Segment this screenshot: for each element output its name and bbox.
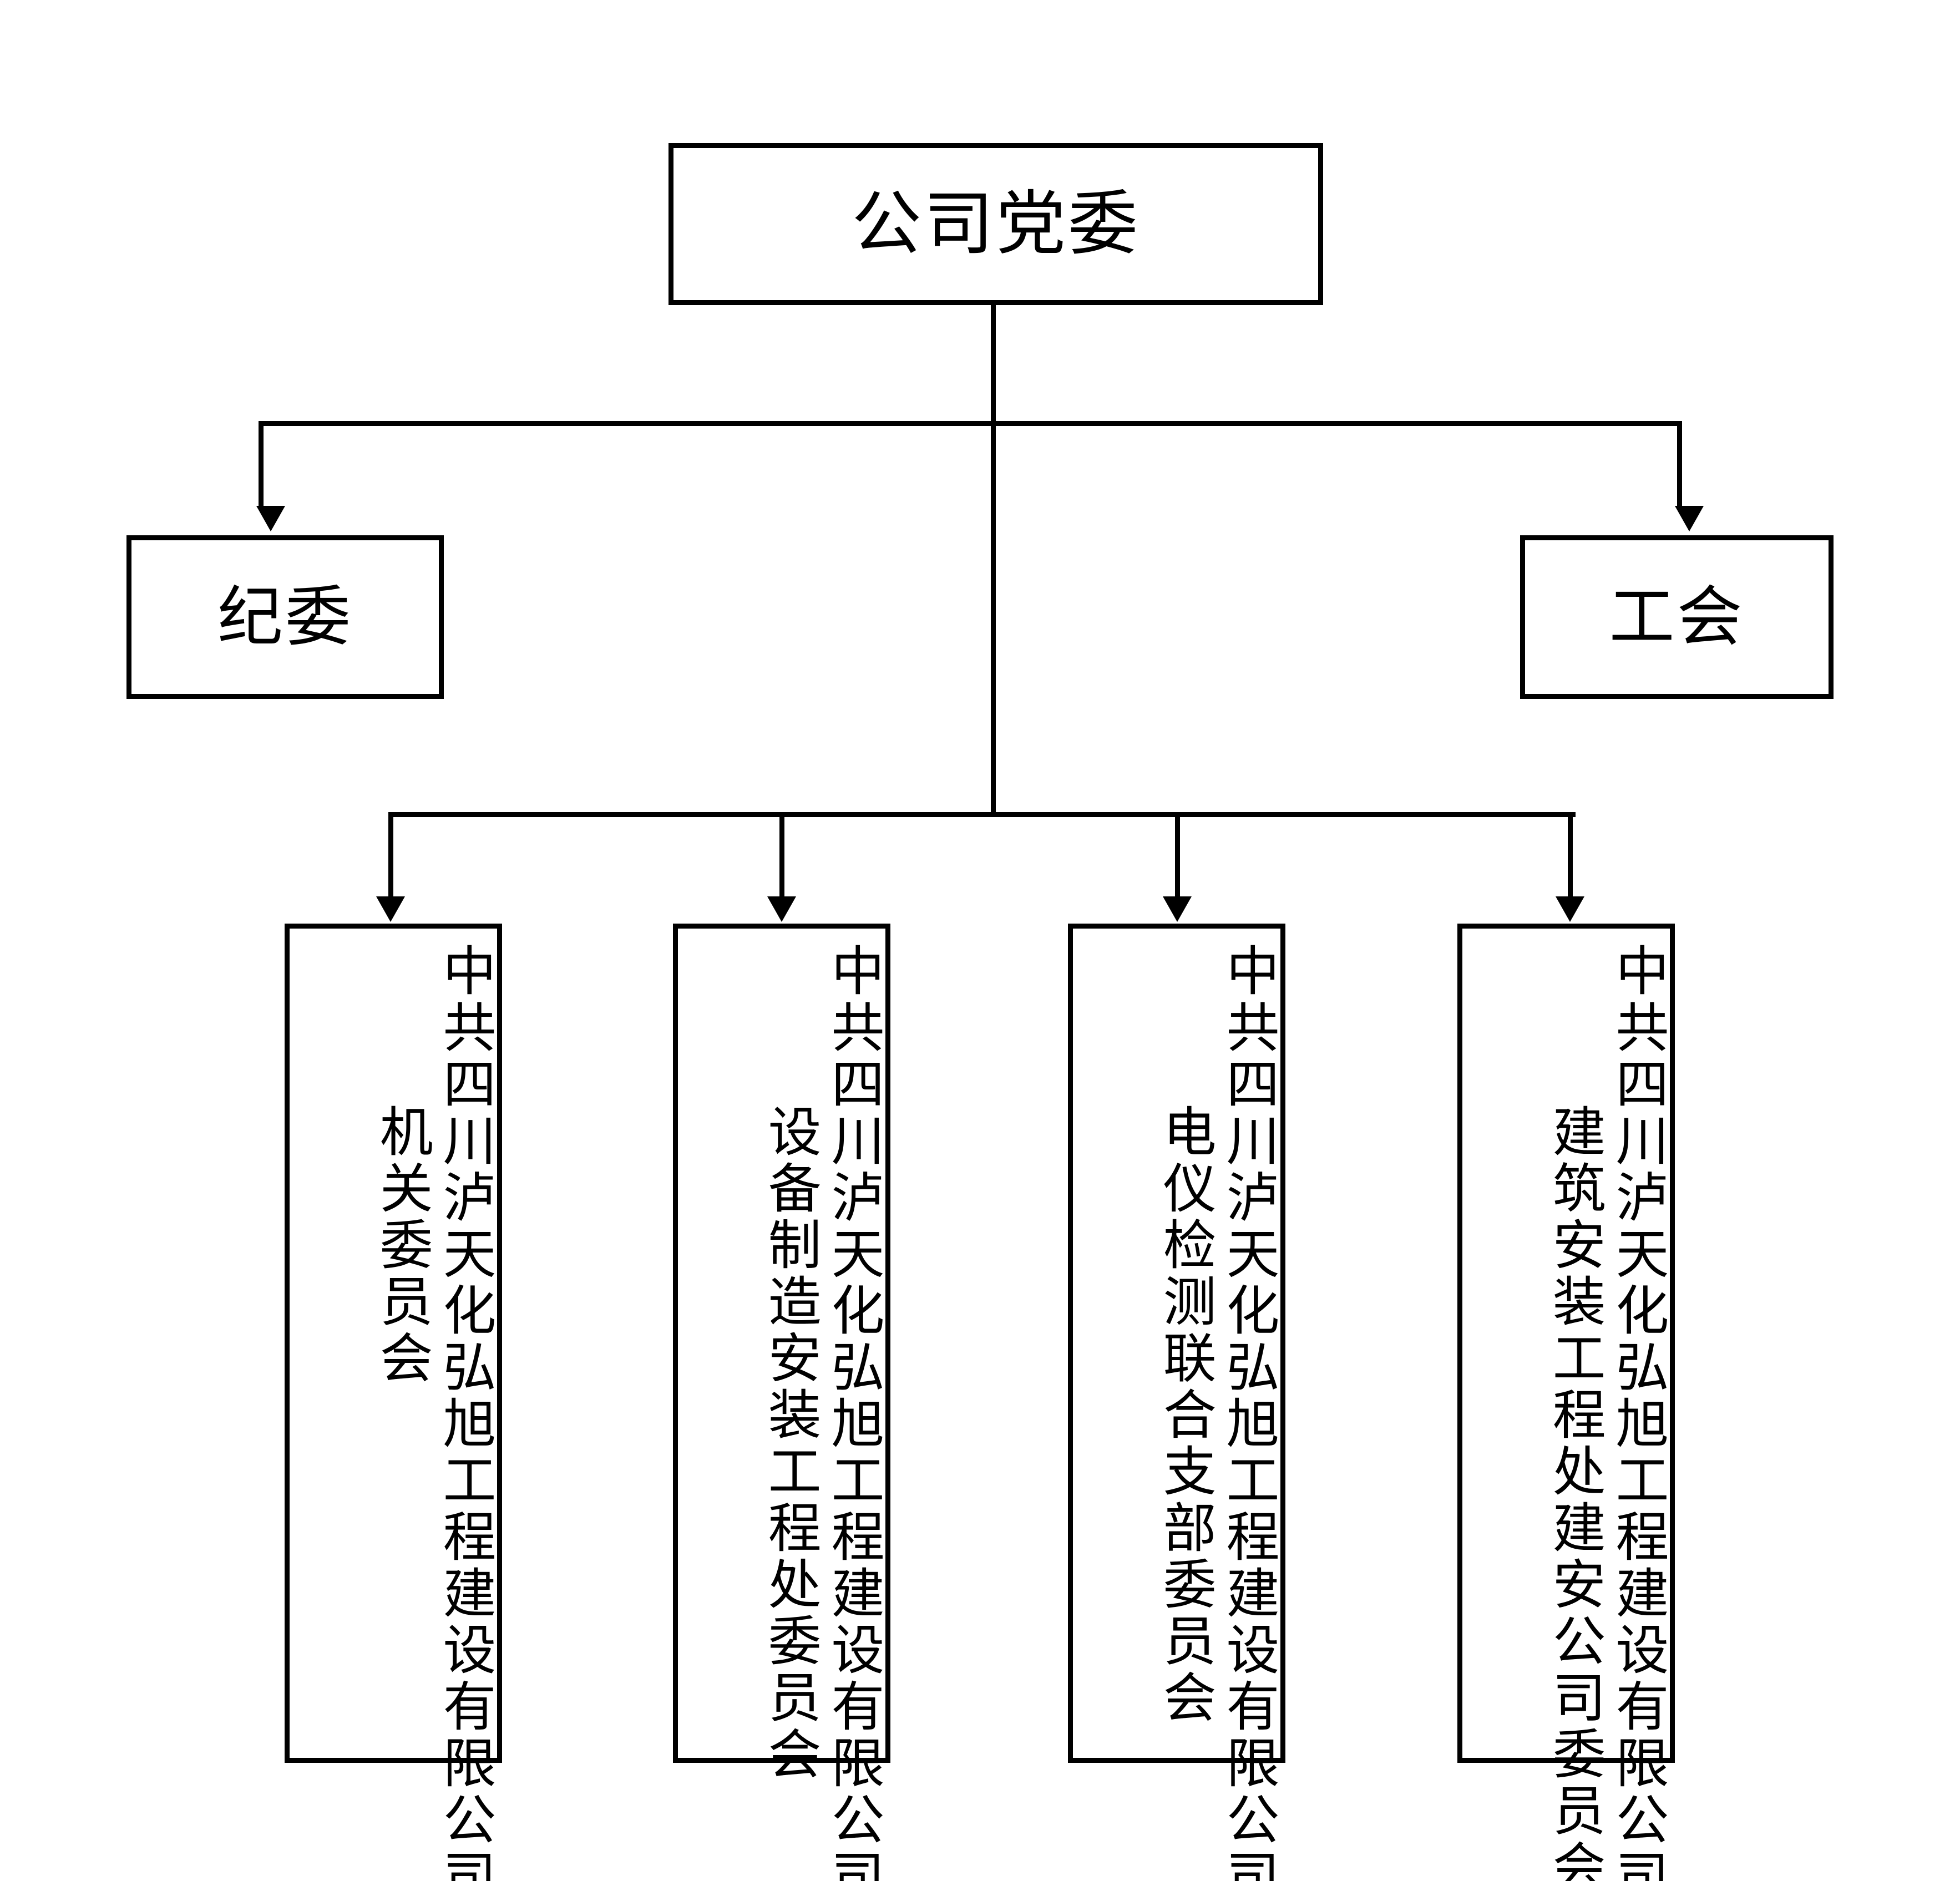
node-label-union: 工会 bbox=[1609, 578, 1745, 655]
leaf-3-secondary-label: 电仪检测联合支部委员会 bbox=[1154, 1104, 1217, 1726]
leaf-2-secondary-label: 设备制造安装工程处委员会 bbox=[759, 1104, 822, 1783]
leaf-4-primary-label: 中共四川泸天化弘旭工程建设有限公司 bbox=[1607, 943, 1669, 1881]
arrowhead-leaf-2-icon bbox=[767, 896, 796, 922]
node-party-branch-office-committee[interactable]: 中共四川泸天化弘旭工程建设有限公司 机关委员会 bbox=[285, 924, 502, 1881]
connector-level2-bus bbox=[388, 812, 1576, 817]
connector-drop-leaf-4 bbox=[1568, 812, 1573, 898]
leaf-1-secondary-label: 机关委员会 bbox=[371, 1104, 433, 1387]
leaf-1-primary-label: 中共四川泸天化弘旭工程建设有限公司 bbox=[434, 943, 496, 1881]
node-party-branch-construction-installation[interactable]: 中共四川泸天化弘旭工程建设有限公司 建筑安装工程处建安公司委员会 bbox=[1457, 924, 1675, 1881]
node-party-branch-equipment-manufacturing-installation[interactable]: 中共四川泸天化弘旭工程建设有限公司 设备制造安装工程处委员会 bbox=[673, 924, 890, 1881]
node-company-party-committee[interactable]: 公司党委 bbox=[668, 143, 1323, 305]
arrowhead-leaf-1-icon bbox=[376, 896, 405, 922]
node-labor-union[interactable]: 工会 bbox=[1520, 535, 1834, 699]
connector-drop-leaf-1 bbox=[388, 812, 393, 898]
connector-drop-leaf-3 bbox=[1175, 812, 1180, 898]
connector-root-trunk bbox=[991, 305, 996, 814]
node-discipline-inspection-commission[interactable]: 纪委 bbox=[126, 535, 444, 699]
connector-drop-leaf-2 bbox=[779, 812, 784, 898]
leaf-4-secondary-label: 建筑安装工程处建安公司委员会 bbox=[1543, 1104, 1606, 1881]
node-label-root: 公司党委 bbox=[852, 182, 1140, 265]
arrowhead-discipline-icon bbox=[256, 506, 285, 531]
arrowhead-leaf-4-icon bbox=[1556, 896, 1584, 922]
leaf-3-primary-label: 中共四川泸天化弘旭工程建设有限公司 bbox=[1217, 943, 1279, 1881]
connector-level1-bus bbox=[259, 421, 1682, 426]
node-party-branch-instrumentation-testing[interactable]: 中共四川泸天化弘旭工程建设有限公司 电仪检测联合支部委员会 bbox=[1068, 924, 1285, 1881]
connector-drop-union bbox=[1677, 421, 1682, 508]
connector-drop-discipline bbox=[259, 421, 264, 508]
arrowhead-union-icon bbox=[1675, 506, 1704, 531]
arrowhead-leaf-3-icon bbox=[1163, 896, 1192, 922]
node-label-discipline: 纪委 bbox=[217, 578, 353, 655]
leaf-2-primary-label: 中共四川泸天化弘旭工程建设有限公司 bbox=[822, 943, 884, 1881]
